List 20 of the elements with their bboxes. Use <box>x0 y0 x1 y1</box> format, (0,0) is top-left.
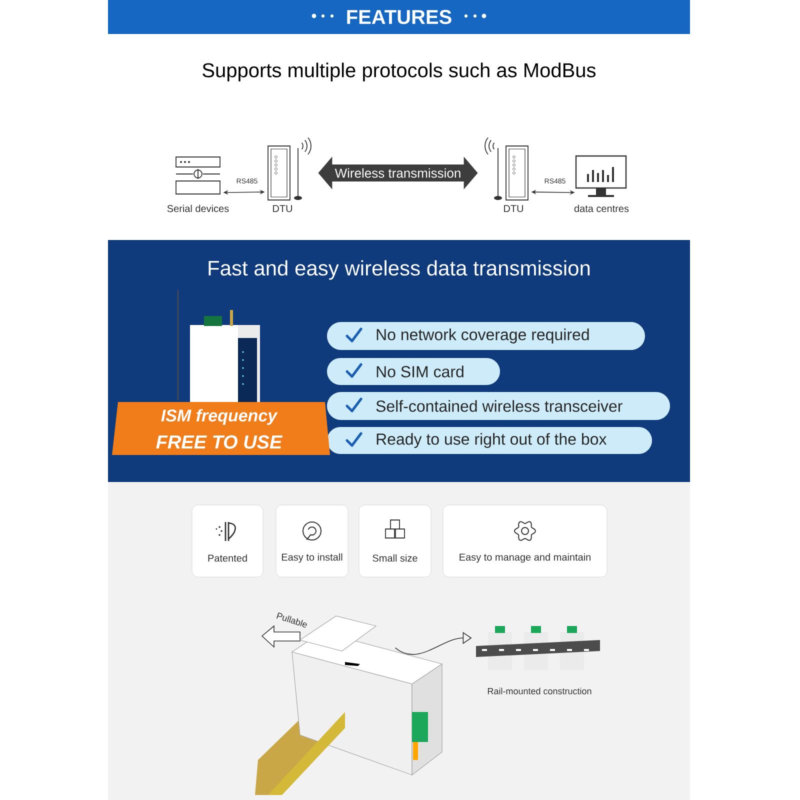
header-banner: FEATURES <box>108 0 690 34</box>
icon-caption: Serial devices <box>167 204 229 212</box>
edge-label: Wireless transmission <box>334 167 462 179</box>
feature-pill: Self-contained wireless transceiver <box>327 392 670 420</box>
icon-caption: data centres <box>574 204 629 212</box>
feature-pill: No network coverage required <box>327 322 645 350</box>
rail-photo-drawing <box>476 626 600 670</box>
icon-caption: DTU <box>273 205 292 212</box>
feature-pill: No SIM card <box>327 358 500 385</box>
picture-caption: Rail-mounted construction <box>488 688 592 694</box>
badge: ISM frequency FREE TO USE <box>112 402 330 455</box>
icon-caption: DTU <box>504 205 524 212</box>
feature-card: Easy to manage and maintain <box>442 504 608 578</box>
heading: Fast and easy wireless data transmission <box>208 260 590 280</box>
rotated-label: Pullable <box>276 612 307 628</box>
feature-card: Easy to install <box>276 504 348 578</box>
feature-pill: Ready to use right out of the box <box>327 427 652 454</box>
heading: Supports multiple protocols such as ModBus <box>202 62 596 82</box>
feature-card: Patented <box>192 504 264 578</box>
feature-card: Small size <box>358 504 432 578</box>
